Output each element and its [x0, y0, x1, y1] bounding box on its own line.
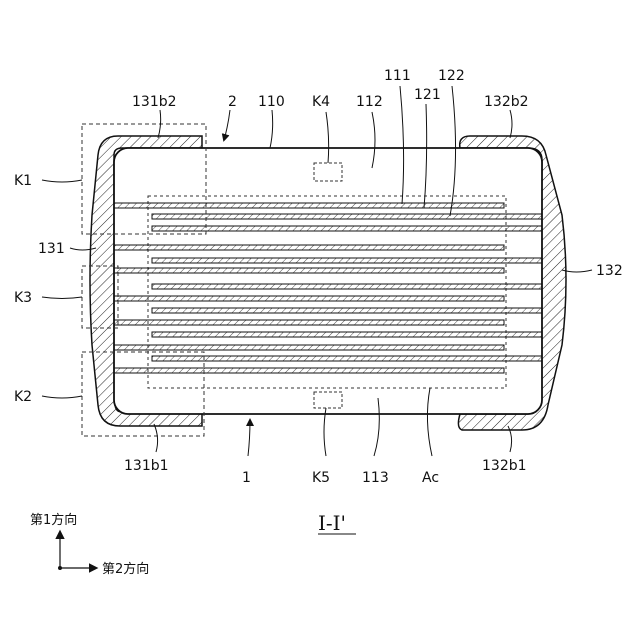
internal-electrode [152, 284, 542, 289]
leader-k1 [42, 180, 82, 182]
leader-110 [270, 110, 273, 148]
internal-electrode [152, 226, 542, 231]
label-121: 121 [414, 87, 441, 103]
internal-electrode [114, 368, 504, 373]
label-131: 131 [38, 241, 65, 257]
label-k1: K1 [14, 173, 32, 189]
leader-132b2 [510, 110, 512, 138]
label-ac: Ac [422, 470, 439, 486]
label-111: 111 [384, 68, 411, 84]
internal-electrode [152, 214, 542, 219]
label-110: 110 [258, 94, 285, 110]
leader-131b1 [154, 424, 158, 452]
label-132b2: 132b2 [484, 94, 529, 110]
second-direction-label: 第2方向 [102, 561, 149, 577]
leader-k2 [42, 396, 82, 398]
internal-electrode [114, 296, 504, 301]
label-132b1: 132b1 [482, 458, 527, 474]
label-132: 132 [596, 263, 623, 279]
label-k4: K4 [312, 94, 330, 110]
label-131b1: 131b1 [124, 458, 169, 474]
internal-electrode [152, 308, 542, 313]
internal-electrode [114, 203, 504, 208]
figure-caption: I-I' [318, 511, 346, 535]
label-122: 122 [438, 68, 465, 84]
internal-electrode [114, 245, 504, 250]
direction-axes: 第1方向 第2方向 [30, 512, 149, 577]
label-k2: K2 [14, 389, 32, 405]
body-110 [114, 148, 542, 414]
internal-electrode [114, 345, 504, 350]
internal-electrode [114, 268, 504, 273]
label-131b2: 131b2 [132, 94, 177, 110]
label-k5: K5 [312, 470, 330, 486]
label-2: 2 [228, 94, 237, 110]
label-1: 1 [242, 470, 251, 486]
label-k3: K3 [14, 290, 32, 306]
leader-k5 [324, 408, 326, 456]
axis-origin-dot [58, 566, 62, 570]
internal-electrode [152, 356, 542, 361]
label-112: 112 [356, 94, 383, 110]
leader-2 [224, 110, 230, 140]
leader-1 [248, 420, 250, 456]
internal-electrode [152, 332, 542, 337]
leader-k3 [42, 297, 82, 299]
first-direction-label: 第1方向 [30, 512, 77, 528]
internal-electrode [114, 320, 504, 325]
internal-electrode [152, 258, 542, 263]
label-113: 113 [362, 470, 389, 486]
